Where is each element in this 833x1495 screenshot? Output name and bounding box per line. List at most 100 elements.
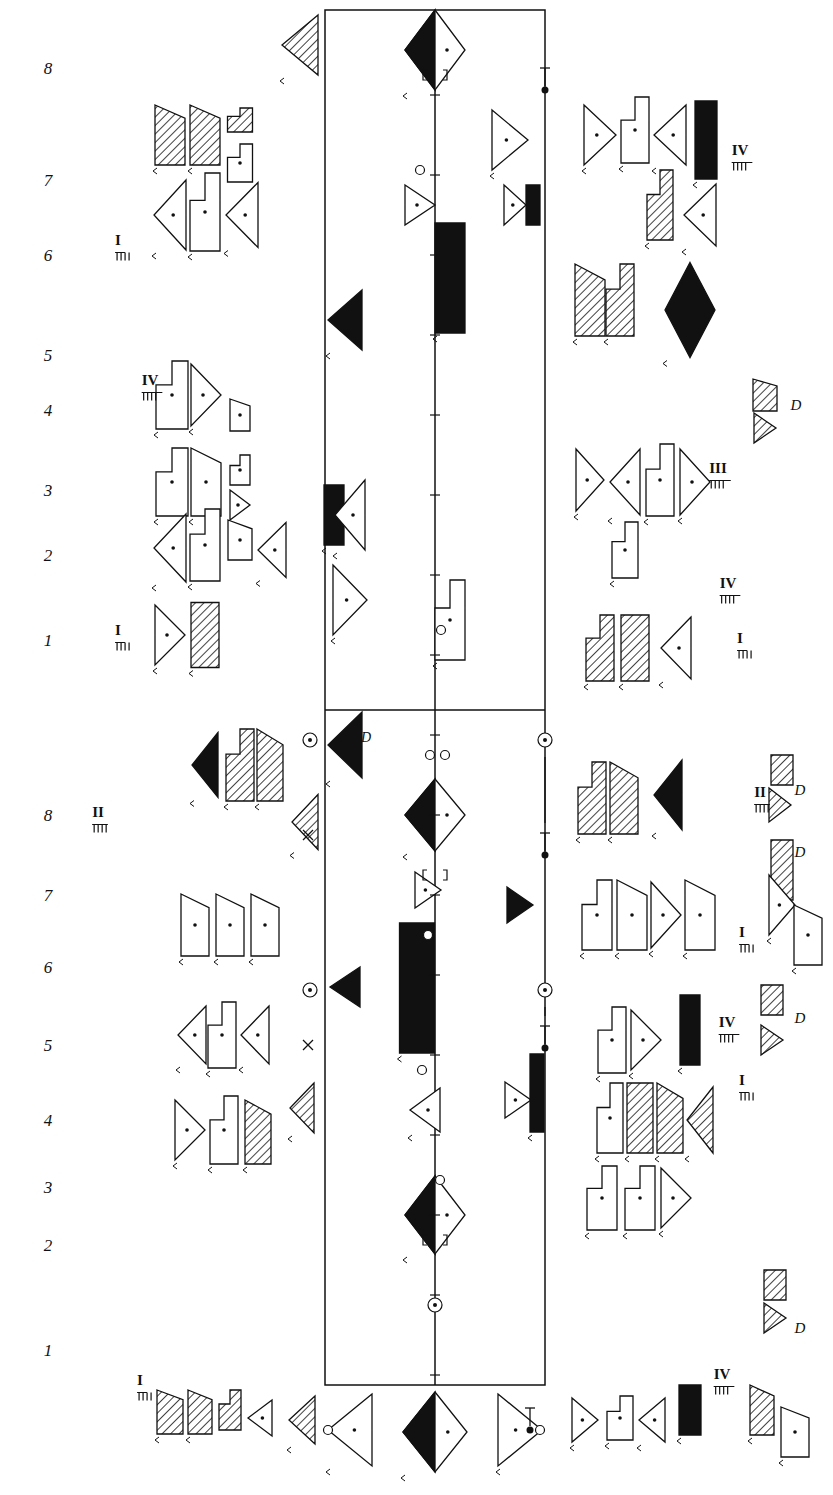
hook-mark [649,951,653,957]
bracket-sign [423,70,447,80]
direction-symbol [219,1390,241,1430]
level-dot [641,1038,645,1042]
direction-symbol [507,887,533,923]
direction-symbol [606,264,634,336]
level-dot [193,1033,197,1037]
direction-symbol [761,1025,783,1055]
direction-symbol [625,1166,655,1230]
direction-symbol [647,170,673,240]
direction-symbol [282,15,318,75]
direction-symbol [403,1392,467,1472]
sign-letter: D [795,845,806,860]
level-dot [626,480,630,484]
direction-symbol [781,1407,809,1457]
hook-mark [280,78,284,84]
hook-mark [403,1257,407,1263]
hook-mark [625,1156,629,1162]
direction-symbol [289,1396,315,1444]
direction-symbol [750,1385,774,1435]
hook-mark [154,432,158,438]
level-dot [203,543,207,547]
hook-mark [490,173,494,179]
hook-mark [189,519,193,525]
level-dot [701,213,705,217]
direction-symbol [654,105,686,165]
hold-stem [544,833,545,851]
level-dot [345,598,349,602]
direction-symbol [333,565,367,635]
hook-mark [152,253,156,259]
ring-sign [303,983,317,997]
level-dot [698,913,702,917]
hook-mark [398,1056,402,1062]
hook-mark [615,953,619,959]
hook-mark [596,1076,600,1082]
direction-symbol [292,795,318,850]
direction-symbol [226,183,258,248]
level-dot [595,133,599,137]
hold-bar [540,67,550,68]
level-dot [514,1428,518,1432]
hook-mark [208,1167,212,1173]
hook-mark [677,1438,681,1444]
direction-symbol [575,264,605,336]
tally-mark [737,651,751,659]
beat-tick [430,894,440,895]
direction-symbol [607,1396,633,1440]
direction-symbol [665,263,715,358]
ring-dot [433,1303,437,1307]
hook-mark [188,584,192,590]
ring-dot [308,738,312,742]
hook-mark [683,953,687,959]
hook-mark [326,781,330,787]
direction-symbol [435,223,465,333]
direction-symbol [226,729,254,801]
hook-mark [663,361,667,367]
hook-mark [179,959,183,965]
direction-symbol [156,448,188,516]
hook-mark [605,1443,609,1449]
hook-mark [644,519,648,525]
direction-symbol [155,105,185,165]
tally-mark [732,163,753,171]
level-dot [581,1418,585,1422]
tally-mark [142,393,163,401]
level-dot [585,478,589,482]
direction-symbol [191,364,221,426]
hook-mark [239,1067,243,1073]
hook-mark [576,837,580,843]
beat-tick [430,1294,440,1295]
hold-dot [527,1427,534,1434]
hook-mark [685,1156,689,1162]
beat-tick [430,414,440,415]
level-dot [661,913,665,917]
hook-mark [152,585,156,591]
measure-number: 7 [44,172,53,189]
hold-stem [544,68,545,86]
part-numeral: I [737,631,743,646]
level-dot [690,480,694,484]
level-dot [222,1128,226,1132]
hook-mark [433,663,437,669]
measure-number: 2 [44,1237,53,1254]
hook-mark [290,853,294,859]
level-dot [671,1196,675,1200]
hook-mark [188,254,192,260]
level-dot [256,1033,260,1037]
hook-mark [173,1163,177,1169]
direction-symbol [228,108,253,132]
hold-circle [424,931,433,940]
hook-mark [637,1445,641,1451]
hook-mark [326,353,330,359]
tally-mark [115,643,129,651]
level-dot [505,138,509,142]
hook-mark [401,1475,405,1481]
hook-mark [610,581,614,587]
beat-tick [430,1374,440,1375]
level-dot [238,413,242,417]
hold-circle [324,1426,333,1435]
measure-number: 5 [44,347,53,364]
direction-symbol [405,185,435,225]
part-numeral: I [739,925,745,940]
